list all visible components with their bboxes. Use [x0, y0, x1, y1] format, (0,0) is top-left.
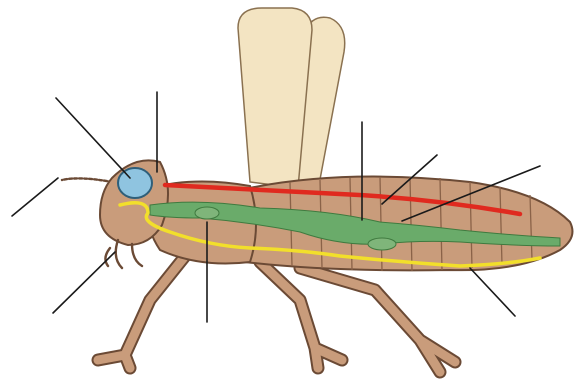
- leader-line-mouthparts: [53, 252, 115, 313]
- compound-eye: [118, 168, 152, 198]
- abdominal-organ: [368, 238, 396, 250]
- leader-line-nerve-cord: [470, 268, 515, 316]
- leader-line-eye: [56, 98, 130, 178]
- front-leg-fill: [98, 250, 190, 368]
- antenna: [62, 178, 112, 182]
- gut-pouch: [195, 207, 219, 219]
- front-wing: [238, 8, 312, 188]
- leader-line-antenna: [12, 178, 58, 216]
- wings: [238, 8, 345, 190]
